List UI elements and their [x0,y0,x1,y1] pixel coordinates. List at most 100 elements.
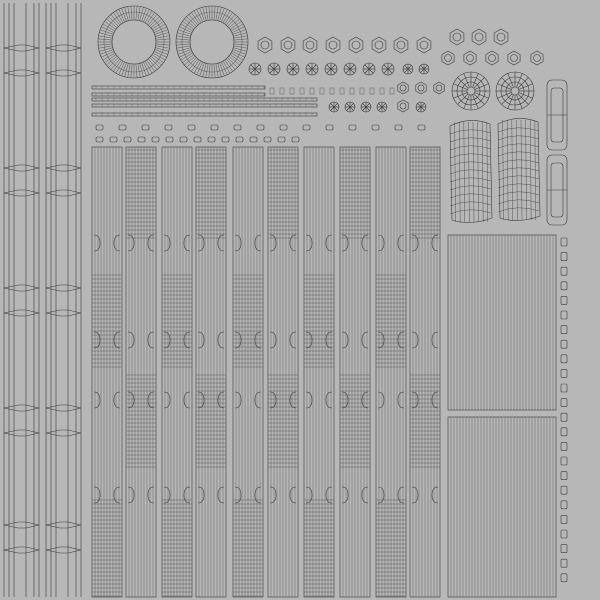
pin [560,427,568,437]
track-strip [161,146,193,598]
small-cap [233,124,242,131]
pin [560,281,568,291]
small-cap [164,124,173,131]
small-cap [137,136,146,143]
hex-nut [397,99,409,113]
hex-nut [530,50,544,66]
pin [560,529,568,539]
curved-plate [449,120,493,223]
small-cap [371,124,380,131]
thin-bars [91,85,318,117]
pin [560,544,568,553]
hex-nut [507,50,521,66]
pin [560,354,568,364]
small-cap [291,136,300,143]
hex-nut [471,28,487,46]
hex-nut [325,36,341,54]
hex-nut [257,36,273,54]
spoke-disc [362,62,376,76]
tyre-ring [175,5,249,79]
tyre-ring [97,5,171,79]
pin [560,398,568,407]
thin-bar [91,97,318,102]
track-strip [125,146,157,598]
wheel-hub [495,71,535,111]
small-caps [95,87,426,143]
pin [560,369,568,378]
rail-strips [3,3,82,597]
tyre-rings [97,5,249,79]
spoke-disc [324,62,338,76]
pin [560,558,568,568]
small-cap [263,136,272,143]
hex-nut [493,28,509,46]
spoke-disc [415,101,427,113]
hex-nut [393,36,409,54]
small-cap [187,124,196,131]
small-cap [235,136,244,143]
spoke-disc [286,62,300,76]
small-cap [95,136,104,143]
small-cap [256,124,265,131]
track-strip [339,146,371,598]
side-pad [546,79,568,151]
small-cap [95,124,104,131]
wheel-hub [451,71,491,111]
small-cap [141,124,150,131]
small-cap [325,124,334,131]
small-cap [109,136,118,143]
pin [560,325,568,334]
small-cap [277,136,286,143]
track-strip [232,146,264,598]
hex-nuts [257,28,544,113]
hex-nut [348,36,364,54]
spoke-disc [328,101,340,113]
hex-nut [416,36,432,54]
track-strips [91,146,441,598]
pin [560,339,568,349]
spoke-discs [248,62,430,113]
spoke-disc [305,62,319,76]
thin-bar [91,103,318,108]
small-cap [279,124,288,131]
rail-strip [45,3,82,597]
spoke-disc [402,63,414,75]
spoke-disc [248,62,262,76]
pin [560,412,568,422]
hex-nut [415,81,427,95]
track-strip [303,146,335,598]
pin [560,515,568,524]
pin-column [560,237,568,583]
rail-strip [3,3,40,597]
spoke-disc [381,62,395,76]
hex-nut [485,50,499,66]
spoke-disc [267,62,281,76]
wheel-hubs [451,71,535,111]
track-strip [195,146,227,598]
spoke-disc [344,101,356,113]
small-cap [210,124,219,131]
small-cap [165,136,174,143]
track-strip [409,146,441,598]
hex-nut [463,50,477,66]
curved-plates [449,118,541,223]
pin [560,237,568,247]
hex-nut [397,81,409,95]
small-cap [193,136,202,143]
curved-plate [497,118,541,221]
line-panel [447,234,557,411]
thin-bar [91,112,318,117]
small-cap [207,136,216,143]
hex-nut [441,50,455,66]
track-strip [267,146,299,598]
pin [560,266,568,276]
small-cap [394,124,403,131]
thin-bar [91,85,266,90]
hex-nut [371,36,387,54]
hex-nut [449,28,465,46]
spoke-disc [418,63,430,75]
small-cap [151,136,160,143]
track-strip [91,146,123,598]
